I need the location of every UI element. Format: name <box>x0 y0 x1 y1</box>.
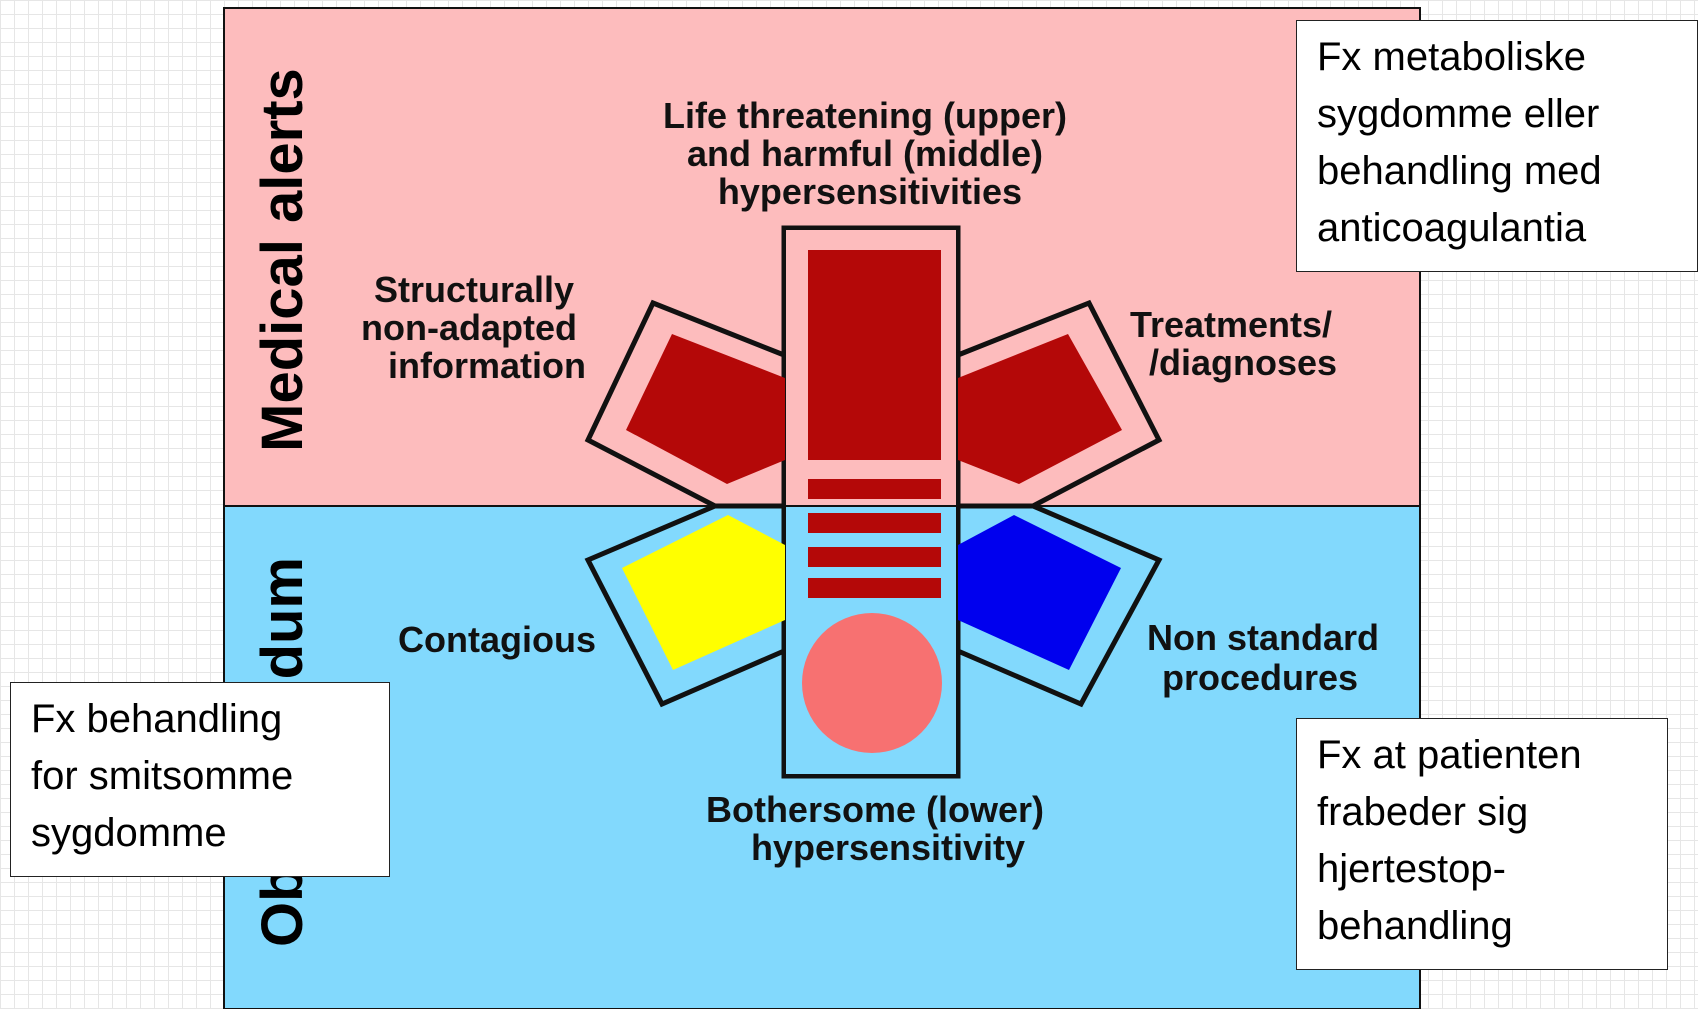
harmful-stripe-1 <box>808 479 941 499</box>
harmful-stripe-3 <box>808 547 941 567</box>
note-line: Fx at patienten <box>1317 733 1582 777</box>
star-of-life <box>224 225 1420 779</box>
note-line: behandling <box>1317 904 1513 948</box>
note-line: sygdomme eller <box>1317 92 1600 136</box>
medical-alerts-label: Medical alerts <box>250 68 315 452</box>
non-standard-pentagon <box>958 515 1121 670</box>
harmful-stripe-4 <box>808 578 941 598</box>
harmful-stripe-2 <box>808 513 941 533</box>
bothersome-label: Bothersome (lower) hypersensitivity <box>706 789 1054 868</box>
metabolic-note: Fx metaboliske sygdomme eller behandling… <box>1296 20 1698 272</box>
structurally-label: Structurally non-adapted information <box>361 269 587 386</box>
structurally-pentagon <box>626 334 785 484</box>
note-line: anticoagulantia <box>1317 206 1587 250</box>
contagious-label: Contagious <box>398 619 596 660</box>
life-threatening-label: Life threatening (upper) and harmful (mi… <box>663 95 1077 212</box>
bothersome-circle <box>802 613 942 753</box>
note-line: for smitsomme <box>31 754 294 798</box>
non-standard-label: Non standard procedures <box>1147 617 1389 698</box>
life-threatening-block <box>808 250 941 460</box>
note-line: hjertestop- <box>1317 847 1506 891</box>
procedures-note: Fx at patienten frabeder sig hjertestop-… <box>1296 718 1668 970</box>
note-line: frabeder sig <box>1317 790 1529 834</box>
note-line: Fx metaboliske <box>1317 35 1586 79</box>
note-line: Fx behandling <box>31 697 283 741</box>
note-line: behandling med <box>1317 149 1602 193</box>
treatments-label: Treatments/ /diagnoses <box>1130 304 1342 383</box>
contagious-pentagon <box>622 515 785 670</box>
note-line: sygdomme <box>31 811 227 855</box>
contagious-note: Fx behandling for smitsomme sygdomme <box>10 682 390 877</box>
treatments-pentagon <box>958 334 1122 484</box>
